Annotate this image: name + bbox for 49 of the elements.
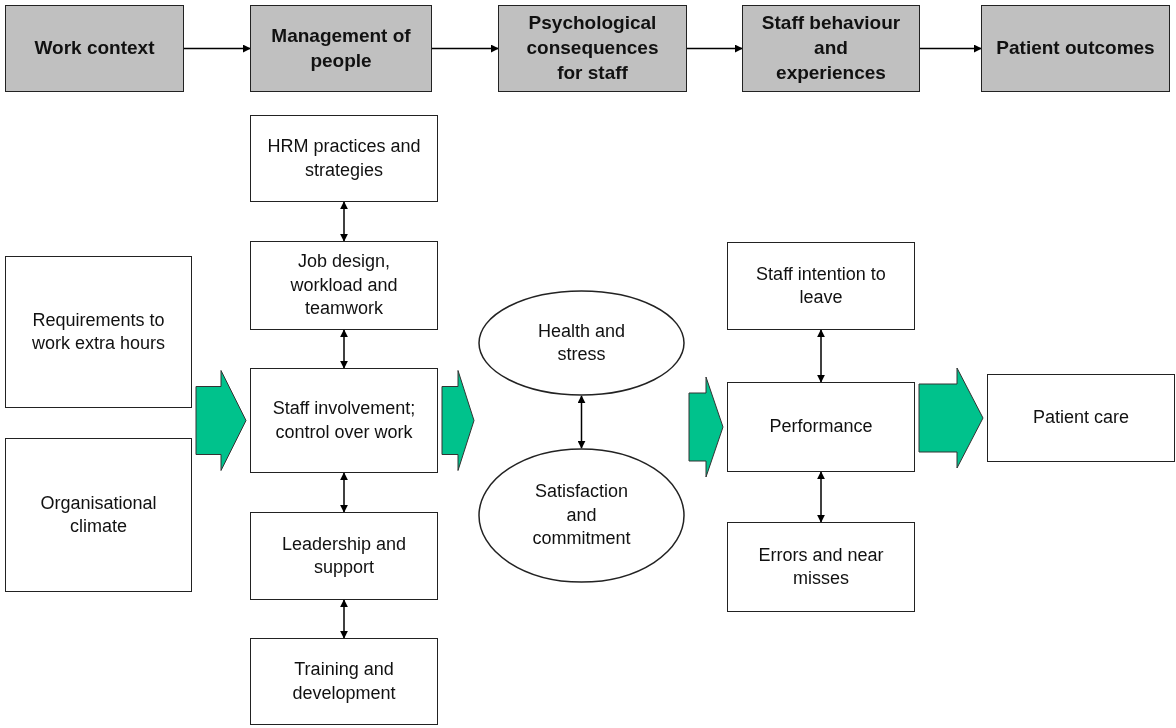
node-label: Staff behaviour and experiences — [760, 11, 902, 85]
node-label: Staff intention to leave — [755, 262, 887, 309]
arrow — [183, 44, 251, 53]
node-label: Patient care — [1032, 406, 1130, 430]
process-box — [5, 256, 192, 408]
double-arrow — [577, 395, 586, 449]
process-box — [250, 241, 438, 330]
block-arrow — [441, 370, 475, 471]
process-box — [987, 374, 1175, 462]
node-label: HRM practices and strategies — [266, 135, 422, 182]
process-box — [250, 115, 438, 202]
stage-header-box — [742, 5, 920, 92]
double-arrow — [817, 471, 825, 523]
node-label: Management of people — [270, 23, 412, 73]
block-arrow — [918, 367, 984, 469]
process-box — [250, 512, 438, 600]
process-box — [250, 368, 438, 473]
node-label: Leadership and support — [280, 532, 408, 579]
arrow — [431, 44, 499, 53]
node-label: Requirements to work extra hours — [30, 308, 167, 355]
node-label: Patient outcomes — [996, 36, 1155, 61]
double-arrow — [340, 472, 348, 513]
arrow — [919, 44, 982, 53]
node-label: Staff involvement; control over work — [271, 397, 417, 444]
process-box — [727, 382, 915, 472]
block-arrow — [195, 370, 247, 471]
double-arrow — [340, 599, 348, 639]
stage-header-box — [498, 5, 687, 92]
stage-header-box — [5, 5, 184, 92]
node-label: Organisational climate — [39, 491, 158, 538]
arrow — [686, 44, 743, 53]
process-box — [727, 242, 915, 330]
double-arrow — [817, 329, 825, 383]
node-label: Errors and near misses — [757, 543, 885, 590]
node-label: Work context — [34, 36, 155, 61]
node-label: Performance — [769, 415, 873, 439]
double-arrow — [340, 329, 348, 369]
process-box — [5, 438, 192, 592]
node-label: Satisfaction and commitment — [531, 480, 632, 551]
node-label: Psychological consequences for staff — [525, 11, 660, 85]
node-label: Job design, workload and teamwork — [289, 250, 399, 321]
stage-header-box — [250, 5, 432, 92]
node-label: Health and stress — [536, 319, 627, 366]
node-label: Training and development — [291, 658, 397, 705]
process-box — [727, 522, 915, 612]
process-box — [250, 638, 438, 725]
block-arrow — [688, 376, 724, 478]
stage-header-box — [981, 5, 1170, 92]
double-arrow — [340, 201, 348, 242]
